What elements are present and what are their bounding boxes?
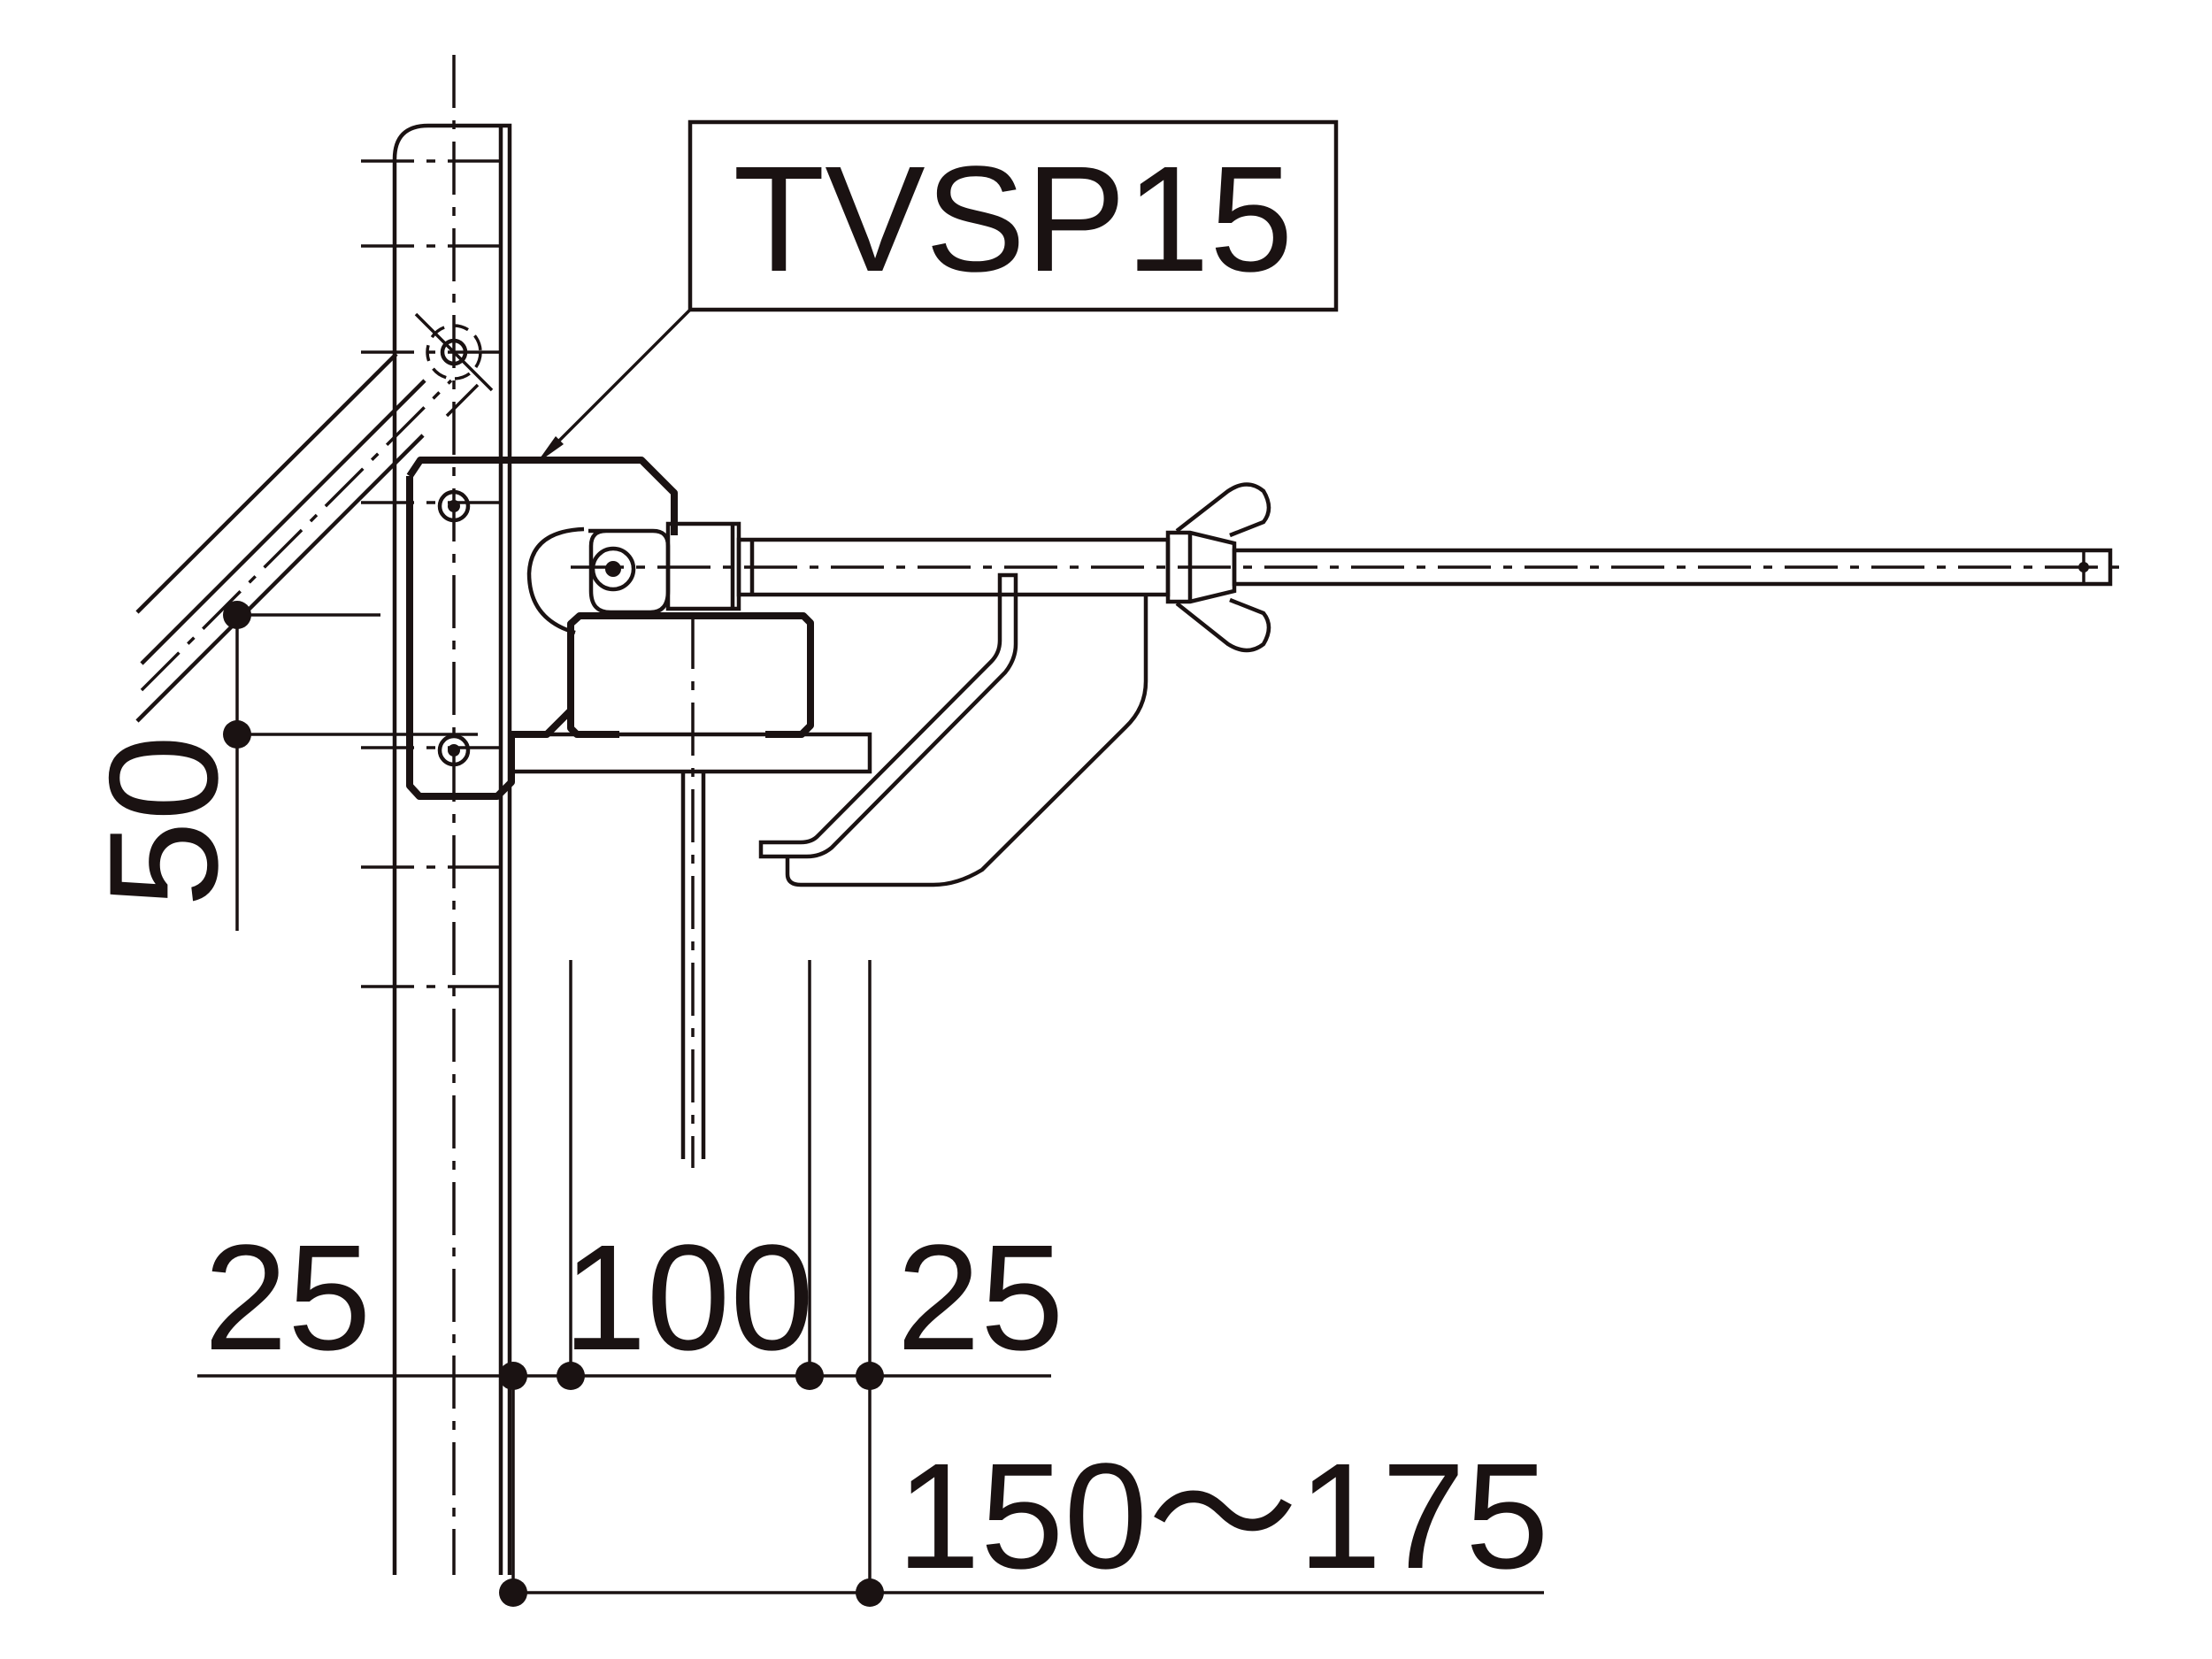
- clamp-plate: [406, 457, 678, 800]
- dimension-label-50: 50: [78, 735, 250, 908]
- model-callout: TVSP15: [536, 119, 1339, 464]
- wing-nut: [1165, 482, 1271, 653]
- vertical-post: [361, 55, 512, 1575]
- dimension-height-50: 50: [78, 601, 478, 931]
- channel-block: [509, 612, 872, 1168]
- dimension-label-left-25: 25: [204, 1214, 371, 1382]
- clamp-jaw: [758, 572, 1148, 887]
- threaded-rod: [571, 537, 2124, 597]
- dimension-label-right-25: 25: [896, 1214, 1064, 1382]
- diagonal-brace: [135, 312, 494, 723]
- dimension-label-150-175: 150～175: [896, 1432, 1548, 1601]
- dimension-label-100: 100: [563, 1214, 814, 1382]
- dimension-chain-bottom: 25 100 25 150～175: [197, 960, 1549, 1607]
- model-label: TVSP15: [733, 135, 1293, 303]
